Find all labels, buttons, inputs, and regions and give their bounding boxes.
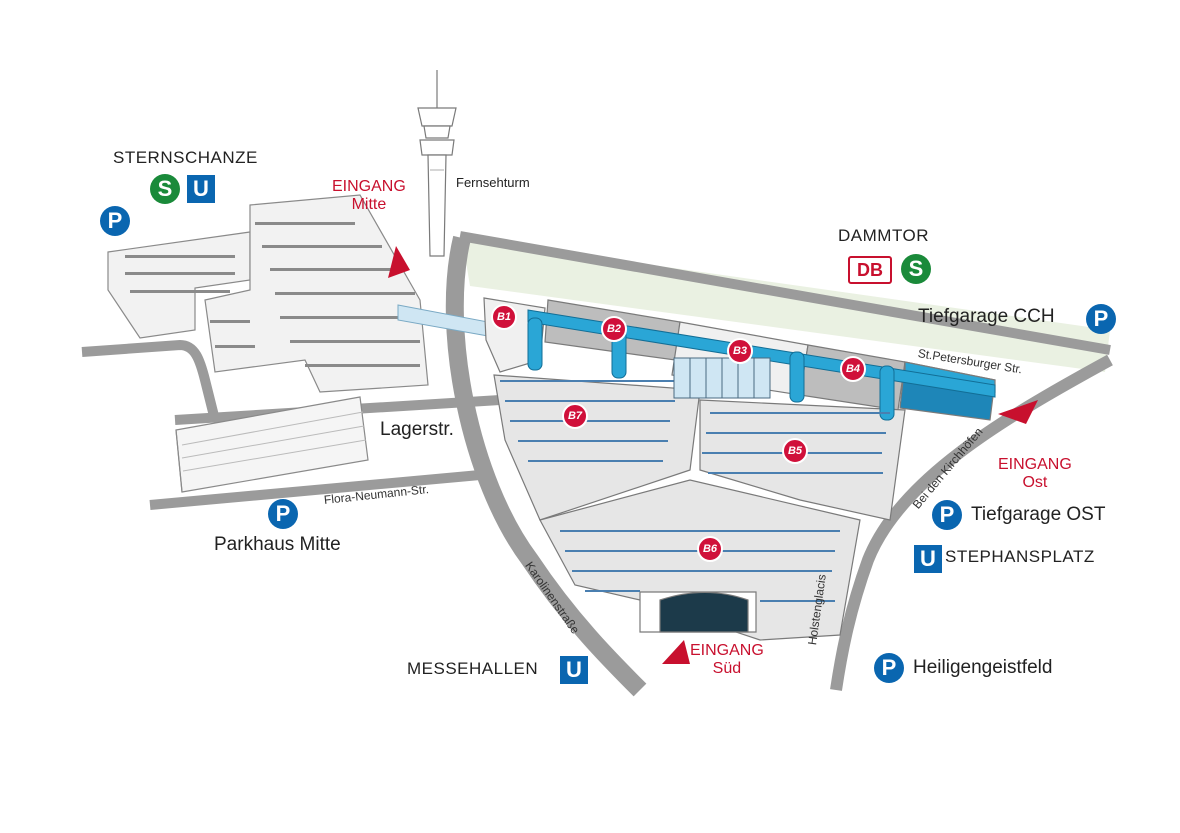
parking-cch-label: Tiefgarage CCH [918, 306, 1055, 327]
parking-icon: P [874, 653, 904, 683]
entrance-mitte-line2: Mitte [351, 196, 387, 213]
entrance-mitte-label[interactable]: EINGANG Mitte [332, 178, 406, 214]
nw-building [107, 194, 429, 393]
station-dammtor-label: DAMMTOR [838, 226, 930, 245]
ubahn-icon: U [187, 175, 215, 203]
ubahn-icon: U [914, 545, 942, 573]
hall-marker-b4[interactable]: B4 [840, 356, 866, 382]
hall-marker-b2[interactable]: B2 [601, 316, 627, 342]
road-stpetersburger [459, 231, 1111, 355]
street-lagerstr-label: Lagerstr. [380, 419, 454, 440]
station-messehallen-label: MESSEHALLEN [407, 659, 539, 678]
parking-icon: P [268, 499, 298, 529]
hall-marker-b6[interactable]: B6 [697, 536, 723, 562]
hall-marker-b7[interactable]: B7 [562, 403, 588, 429]
glass-tubes [527, 309, 996, 421]
parking-icon: P [100, 206, 130, 236]
station-stephansplatz-label: STEPHANSPLATZ [945, 547, 1095, 566]
arrow-ost [998, 400, 1038, 424]
entrance-mitte-line1: EINGANG [332, 178, 406, 195]
b3-glass-front [673, 357, 771, 399]
entrance-ost-line2: Ost [1022, 474, 1048, 491]
entrance-sued-line1: EINGANG [690, 642, 764, 659]
parking-mitte-label: Parkhaus Mitte [214, 534, 341, 555]
entrance-ost-line1: EINGANG [998, 456, 1072, 473]
entrance-sued-label[interactable]: EINGANG Süd [690, 642, 764, 678]
parkhaus-mitte-building [175, 396, 369, 493]
hall-marker-b3[interactable]: B3 [727, 338, 753, 364]
tv-tower [417, 70, 457, 257]
road-flora [149, 470, 481, 510]
hall-marker-b5[interactable]: B5 [782, 438, 808, 464]
sbahn-icon: S [150, 174, 180, 204]
arrow-mitte [388, 246, 410, 278]
arrow-sued [662, 640, 690, 664]
parking-heiligengeistfeld-label: Heiligengeistfeld [913, 657, 1053, 678]
ubahn-icon: U [560, 656, 588, 684]
park-area [462, 238, 1110, 372]
parking-ost-label: Tiefgarage OST [971, 504, 1106, 525]
entrance-arrows [388, 246, 1038, 664]
parking-icon: P [1086, 304, 1116, 334]
db-icon: DB [848, 256, 892, 284]
entrance-ost-label[interactable]: EINGANG Ost [998, 456, 1072, 492]
road-left [81, 339, 220, 422]
entrance-sued-line2: Süd [712, 660, 742, 677]
parking-icon: P [932, 500, 962, 530]
station-sternschanze-label: STERNSCHANZE [113, 148, 258, 167]
sbahn-icon: S [901, 254, 931, 284]
hall-marker-b1[interactable]: B1 [491, 304, 517, 330]
tower-label: Fernsehturm [456, 175, 530, 190]
